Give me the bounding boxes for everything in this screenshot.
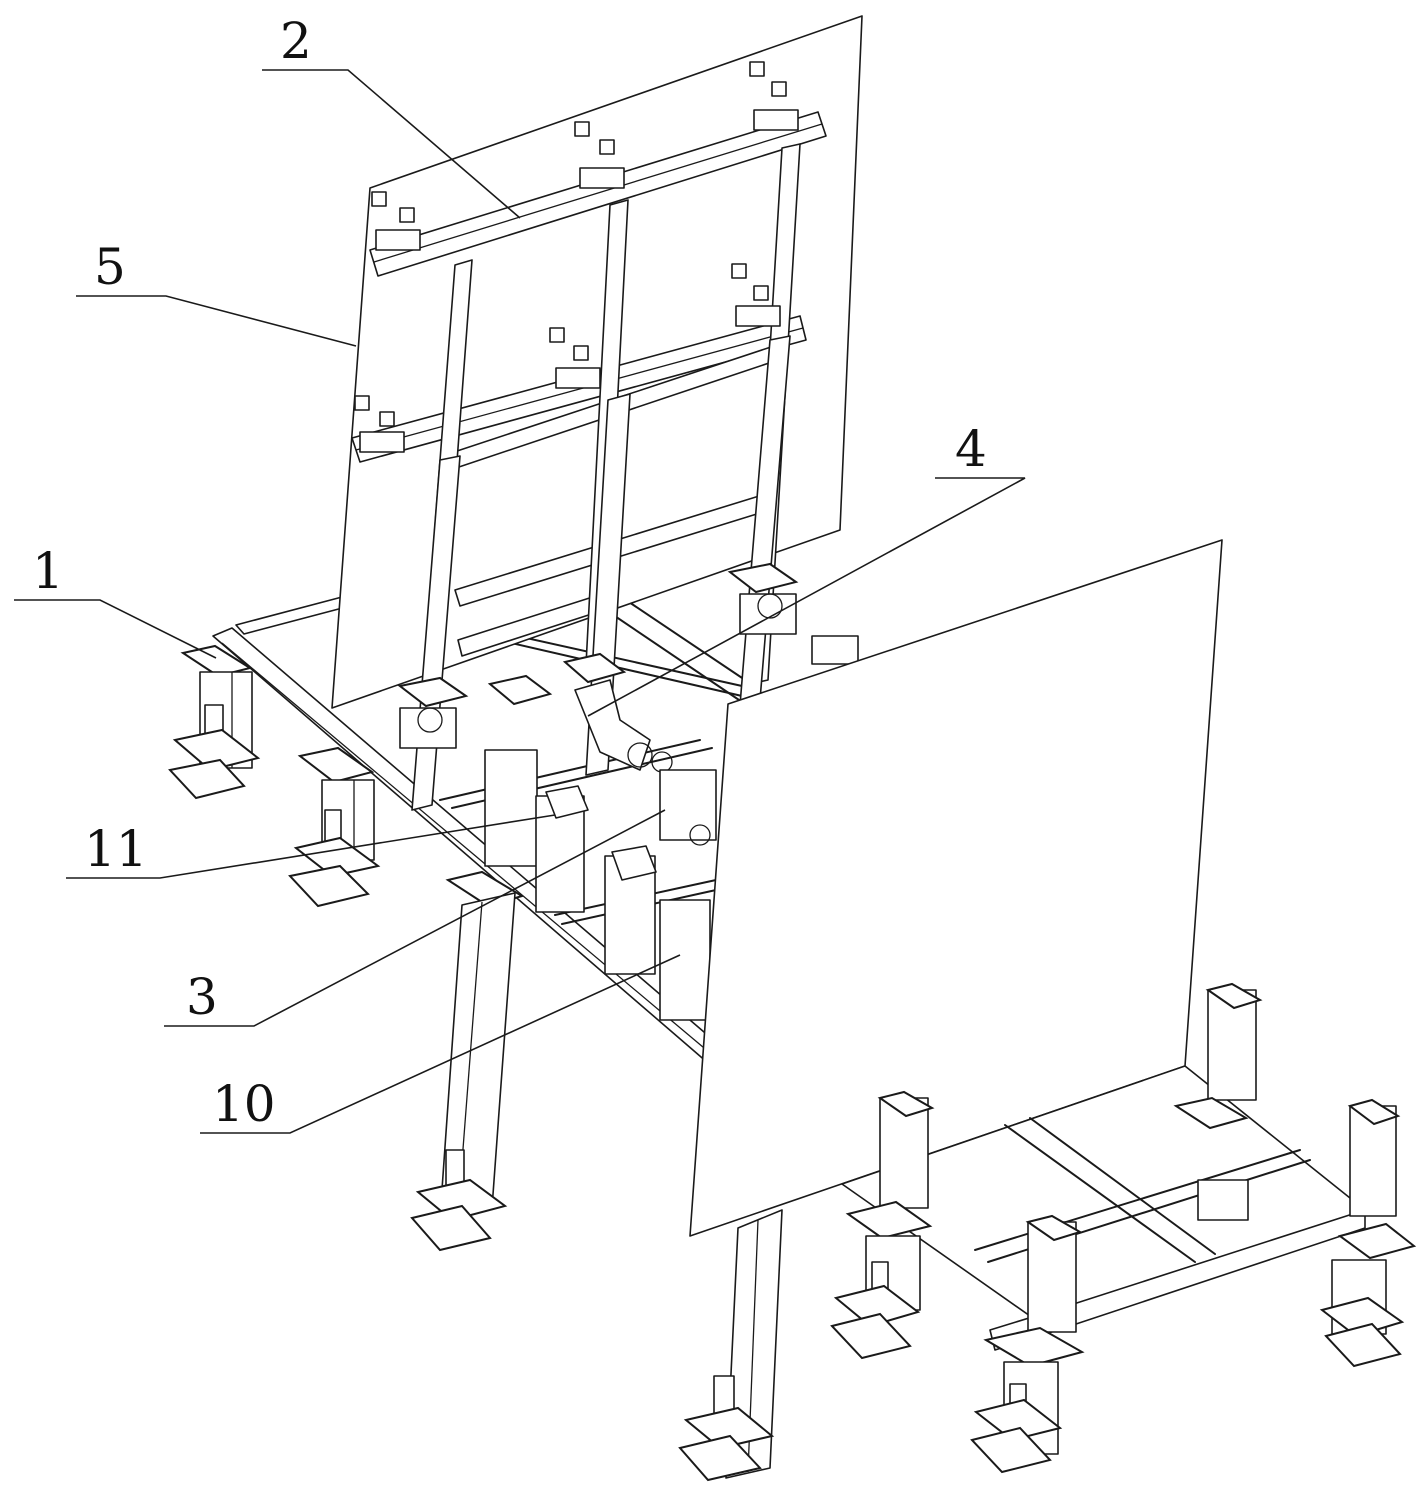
callout-label-2: 2 [280, 12, 312, 70]
callout-label-4: 4 [955, 420, 987, 478]
right-leg-right [1319, 1222, 1417, 1368]
callout-label-3: 3 [186, 968, 218, 1026]
callout-label-5: 5 [94, 238, 126, 296]
back-panel [331, 15, 863, 709]
connecting-link [574, 635, 859, 846]
base-leg-left-front [288, 746, 381, 908]
callout-labels: 2 5 4 1 11 3 10 [32, 12, 987, 1133]
base-leg-front-long [678, 1209, 783, 1482]
upright-frame [351, 61, 827, 811]
leader-lines [14, 69, 1026, 1134]
right-leg-front [970, 1326, 1085, 1474]
callout-label-10: 10 [212, 1075, 276, 1133]
base-leg-center-long [410, 870, 525, 1252]
right-frame [830, 982, 1417, 1474]
callout-label-11: 11 [84, 820, 148, 878]
callout-label-1: 1 [32, 542, 64, 600]
base-leg-left-rear [168, 644, 261, 800]
clamp-heads [354, 61, 799, 453]
right-leg-left [830, 1200, 933, 1360]
